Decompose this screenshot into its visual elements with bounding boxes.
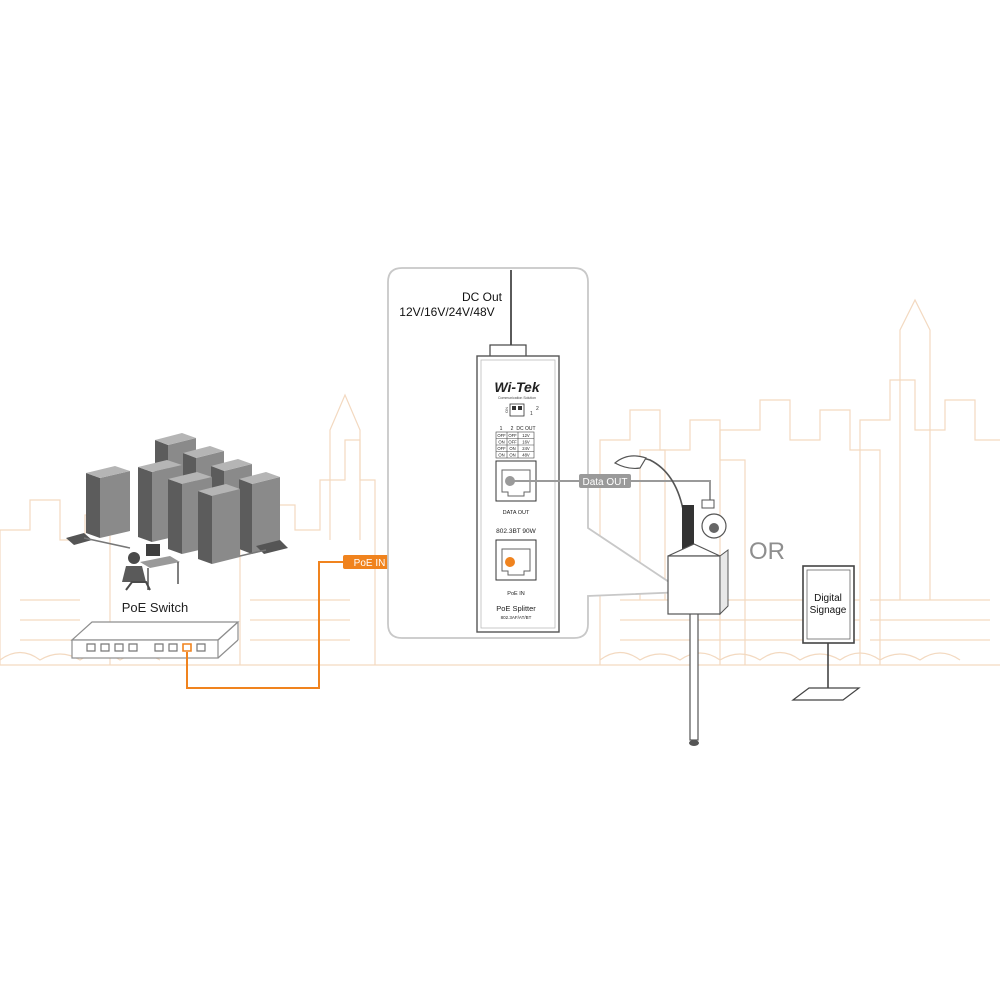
- dip-table-header-1: 1: [500, 426, 503, 432]
- dip-row-3-c2: ON: [509, 446, 515, 451]
- server-racks: [66, 433, 288, 564]
- poe-in-port-label: PoE IN: [507, 591, 524, 597]
- poe-in-tag-label: PoE IN: [354, 558, 386, 569]
- dip-row-1-c1: OFF: [497, 433, 506, 438]
- server-rack-icon: [198, 484, 240, 564]
- brand-tagline: Communication Solution: [498, 396, 536, 400]
- dip-row-4-c3: 48V: [522, 453, 530, 458]
- switch-port-icon: [196, 643, 206, 652]
- switch-port-icon: [128, 643, 138, 652]
- dip-num-2: 2: [536, 406, 539, 412]
- dip-setting-table: 1 2 DC OUT OFF OFF 12V ON OFF 16V OFF ON…: [495, 426, 536, 459]
- standard-label: 802.3BT 90W: [496, 528, 536, 535]
- switch-port-icon: [114, 643, 124, 652]
- dip-row-3-c3: 24V: [522, 446, 530, 451]
- data-out-tag: Data OUT: [579, 474, 631, 488]
- server-rack-icon: [86, 466, 130, 538]
- poe-switch-device: [70, 621, 240, 659]
- dip-num-1: 1: [530, 411, 533, 417]
- model-standard: 802.3AF/AT/BT: [501, 615, 532, 620]
- ptz-camera-icon: [701, 499, 727, 539]
- dip-row-3-c1: OFF: [497, 446, 506, 451]
- dip-row-4-c1: ON: [498, 453, 504, 458]
- poe-splitter-device: Wi-Tek Communication Solution ON 1 2 1 2…: [476, 344, 560, 633]
- server-rack-icon: [239, 472, 280, 554]
- or-label: OR: [749, 538, 785, 565]
- dip-row-4-c2: ON: [509, 453, 515, 458]
- data-out-tag-label: Data OUT: [582, 477, 627, 488]
- signage-label-line1: Digital: [814, 593, 842, 604]
- street-pole: [613, 455, 699, 746]
- dip-table-header-3: DC OUT: [516, 426, 535, 432]
- dc-out-voltages: 12V/16V/24V/48V: [399, 305, 494, 319]
- dip-row-1-c2: OFF: [508, 433, 517, 438]
- poe-in-tag: PoE IN: [343, 555, 396, 569]
- poe-switch-label: PoE Switch: [122, 600, 188, 615]
- dip-row-2-c3: 16V: [522, 440, 530, 445]
- dip-switch-icon: ON 1 2: [504, 403, 539, 417]
- dip-row-2-c2: OFF: [508, 440, 517, 445]
- junction-box-icon: [667, 543, 729, 616]
- data-out-port-label: DATA OUT: [503, 510, 530, 516]
- wi-tek-logo: Wi-Tek: [494, 379, 540, 395]
- dc-out-title: DC Out: [462, 290, 503, 304]
- dip-on-label: ON: [504, 407, 509, 413]
- dip-row-1-c3: 12V: [522, 433, 530, 438]
- model-name: PoE Splitter: [496, 604, 536, 613]
- switch-port-icon: [100, 643, 110, 652]
- signage-label-line2: Signage: [810, 605, 847, 616]
- digital-signage-icon: [791, 565, 861, 701]
- poe-in-port-icon: [495, 539, 537, 581]
- poe-in-connection-dot: [505, 557, 515, 567]
- operator-workstation-icon: [122, 544, 180, 591]
- data-out-cable: [510, 480, 711, 500]
- switch-port-icon: [154, 643, 164, 652]
- switch-port-icon: [86, 643, 96, 652]
- switch-port-icon: [168, 643, 178, 652]
- switch-port-active-icon: [182, 643, 192, 652]
- dip-row-2-c1: ON: [498, 440, 504, 445]
- dip-table-header-2: 2: [511, 426, 514, 432]
